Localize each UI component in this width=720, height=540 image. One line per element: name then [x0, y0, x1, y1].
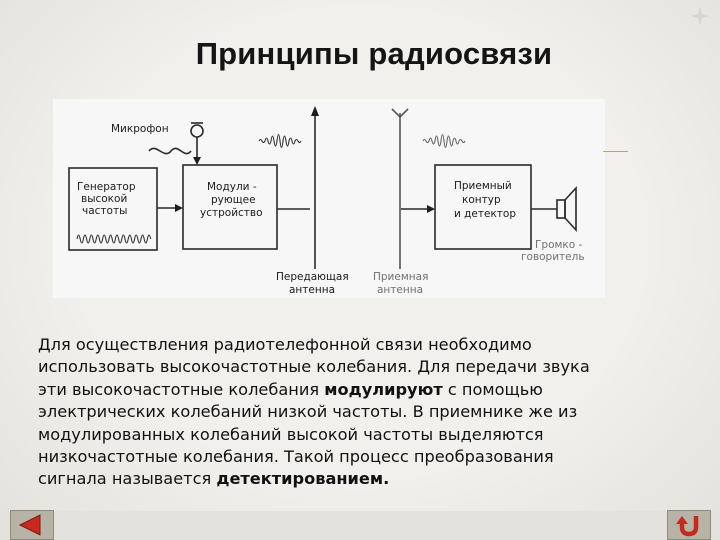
receiver-label-line3: и детектор	[454, 208, 516, 220]
radio-communication-diagram: Микрофон Генератор высокой частоты Модул…	[53, 99, 605, 298]
body-line: эти высокочастотные колебания модулируют…	[38, 379, 698, 401]
tx-antenna-label-line1: Передающая	[276, 271, 349, 283]
loudspeaker-label-line2: говоритель	[521, 251, 585, 263]
body-text-span: сигнала называется	[38, 469, 217, 489]
modulator-label-line1: Модули -	[207, 181, 257, 193]
bold-term-detection: детектированием.	[216, 469, 390, 489]
footer-bar	[0, 511, 720, 540]
body-line: низкочастотные колебания. Такой процесс …	[38, 447, 554, 467]
microphone-icon	[190, 124, 204, 138]
modulator-box	[182, 164, 278, 250]
received-wave-icon	[422, 133, 466, 149]
carrier-wave-icon	[76, 234, 152, 244]
previous-slide-button[interactable]	[10, 510, 54, 540]
loudspeaker-label-line1: Громко -	[535, 239, 583, 251]
receiver-label-line2: контур	[462, 194, 501, 206]
generator-label-line1: Генератор	[77, 181, 136, 193]
sound-wave-icon	[148, 147, 192, 155]
return-button[interactable]	[667, 510, 711, 540]
microphone-label: Микрофон	[111, 123, 169, 135]
return-arrow-icon	[676, 516, 699, 537]
modulator-label-line3: устройство	[200, 207, 263, 219]
accent-line	[603, 151, 628, 152]
rx-antenna-label-line2: антенна	[377, 284, 423, 296]
body-line: сигнала называется детектированием.	[38, 468, 698, 490]
body-text-span: с помощью	[442, 379, 543, 399]
arrow-left-icon	[18, 514, 41, 536]
receiver-box	[434, 164, 532, 250]
four-point-star-icon	[691, 7, 709, 25]
rx-antenna-label-line1: Приемная	[373, 271, 428, 283]
receiver-label-line1: Приемный	[454, 180, 512, 192]
modulated-wave-icon	[258, 133, 302, 149]
slide-title: Принципы радиосвязи	[195, 36, 553, 71]
modulator-label-line2: рующее	[211, 194, 256, 206]
body-line: использовать высокочастотные колебания. …	[38, 357, 590, 377]
generator-label-line3: частоты	[82, 205, 127, 217]
body-line: Для осуществления радиотелефонной связи …	[38, 335, 532, 354]
slide-body-text: Для осуществления радиотелефонной связи …	[38, 334, 698, 491]
generator-label-line2: высокой	[81, 193, 127, 205]
bold-term-modulate: модулируют	[324, 379, 443, 399]
body-line: электрических колебаний низкой частоты. …	[38, 402, 578, 422]
body-text-span: эти высокочастотные колебания	[38, 379, 325, 399]
generator-box	[68, 167, 158, 251]
loudspeaker-icon	[556, 185, 577, 233]
tx-antenna-label-line2: антенна	[289, 284, 335, 296]
body-line: модулированных колебаний высокой частоты…	[38, 424, 544, 444]
